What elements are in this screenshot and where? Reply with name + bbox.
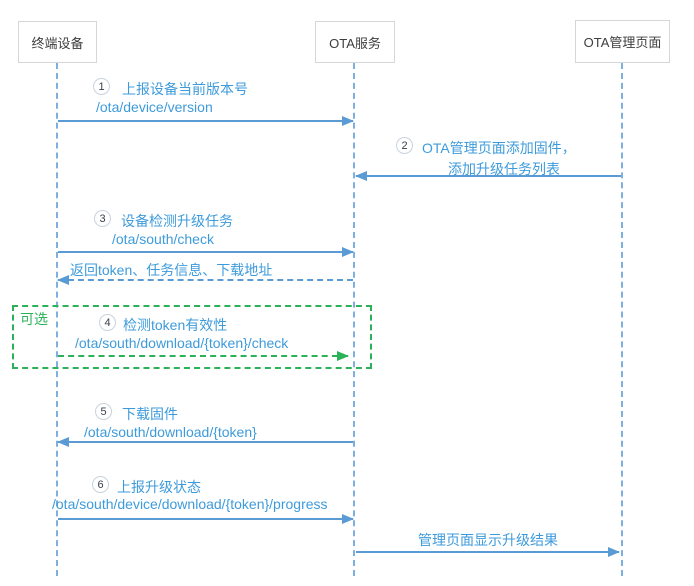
step-1-arrow xyxy=(58,116,354,126)
participant-label: OTA管理页面 xyxy=(583,35,662,50)
step-4-label: 检测token有效性 xyxy=(123,317,228,333)
step-3-return-label: 返回token、任务信息、下载地址 xyxy=(70,262,273,278)
arrow-head-left-icon xyxy=(57,437,69,447)
lifeline-ota-service xyxy=(353,63,355,576)
step-6-arrow xyxy=(58,514,354,524)
participant-label: 终端设备 xyxy=(31,35,84,51)
step-4-path: /ota/south/download/{token}/check xyxy=(75,335,289,351)
step-1-path: /ota/device/version xyxy=(96,99,213,115)
final-result-arrow xyxy=(356,547,620,557)
step-2-label-line1: OTA管理页面添加固件， xyxy=(422,140,576,156)
arrow-head-left-icon xyxy=(355,171,367,181)
step-4-arrow xyxy=(58,351,349,361)
step-6-path: /ota/south/device/download/{token}/progr… xyxy=(52,496,328,512)
arrow-head-right-icon xyxy=(342,247,354,257)
participant-terminal-device: 终端设备 xyxy=(18,21,97,63)
participant-ota-service: OTA服务 xyxy=(315,21,395,63)
step-3-label: 设备检测升级任务 xyxy=(121,213,233,229)
step-3-path: /ota/south/check xyxy=(112,231,214,247)
step-1-number-badge: 1 xyxy=(93,78,110,95)
arrow-head-right-icon xyxy=(608,547,620,557)
step-6-label: 上报升级状态 xyxy=(117,479,201,495)
optional-fragment-box: 可选 xyxy=(12,305,372,369)
step-5-path: /ota/south/download/{token} xyxy=(84,424,257,440)
arrow-head-right-icon xyxy=(342,514,354,524)
step-5-number-badge: 5 xyxy=(95,403,112,420)
arrow-head-left-icon xyxy=(57,275,69,285)
final-result-label: 管理页面显示升级结果 xyxy=(418,532,558,548)
participant-ota-admin-page: OTA管理页面 xyxy=(575,20,670,63)
step-2-label-line2: 添加升级任务列表 xyxy=(448,161,560,177)
lifeline-terminal-device xyxy=(56,63,58,576)
lifeline-ota-admin-page xyxy=(621,63,623,576)
step-4-number-badge: 4 xyxy=(99,314,116,331)
step-2-arrow xyxy=(355,171,621,181)
participant-label: OTA服务 xyxy=(329,35,381,51)
step-5-arrow xyxy=(57,437,353,447)
arrow-head-right-icon xyxy=(337,351,349,361)
step-3-arrow xyxy=(58,247,354,257)
step-5-label: 下载固件 xyxy=(122,406,178,422)
step-1-label: 上报设备当前版本号 xyxy=(122,81,248,97)
optional-fragment-label: 可选 xyxy=(20,311,48,327)
step-6-number-badge: 6 xyxy=(92,476,109,493)
step-3-return-arrow xyxy=(57,275,353,285)
arrow-head-right-icon xyxy=(342,116,354,126)
step-2-number-badge: 2 xyxy=(396,137,413,154)
step-3-number-badge: 3 xyxy=(94,210,111,227)
